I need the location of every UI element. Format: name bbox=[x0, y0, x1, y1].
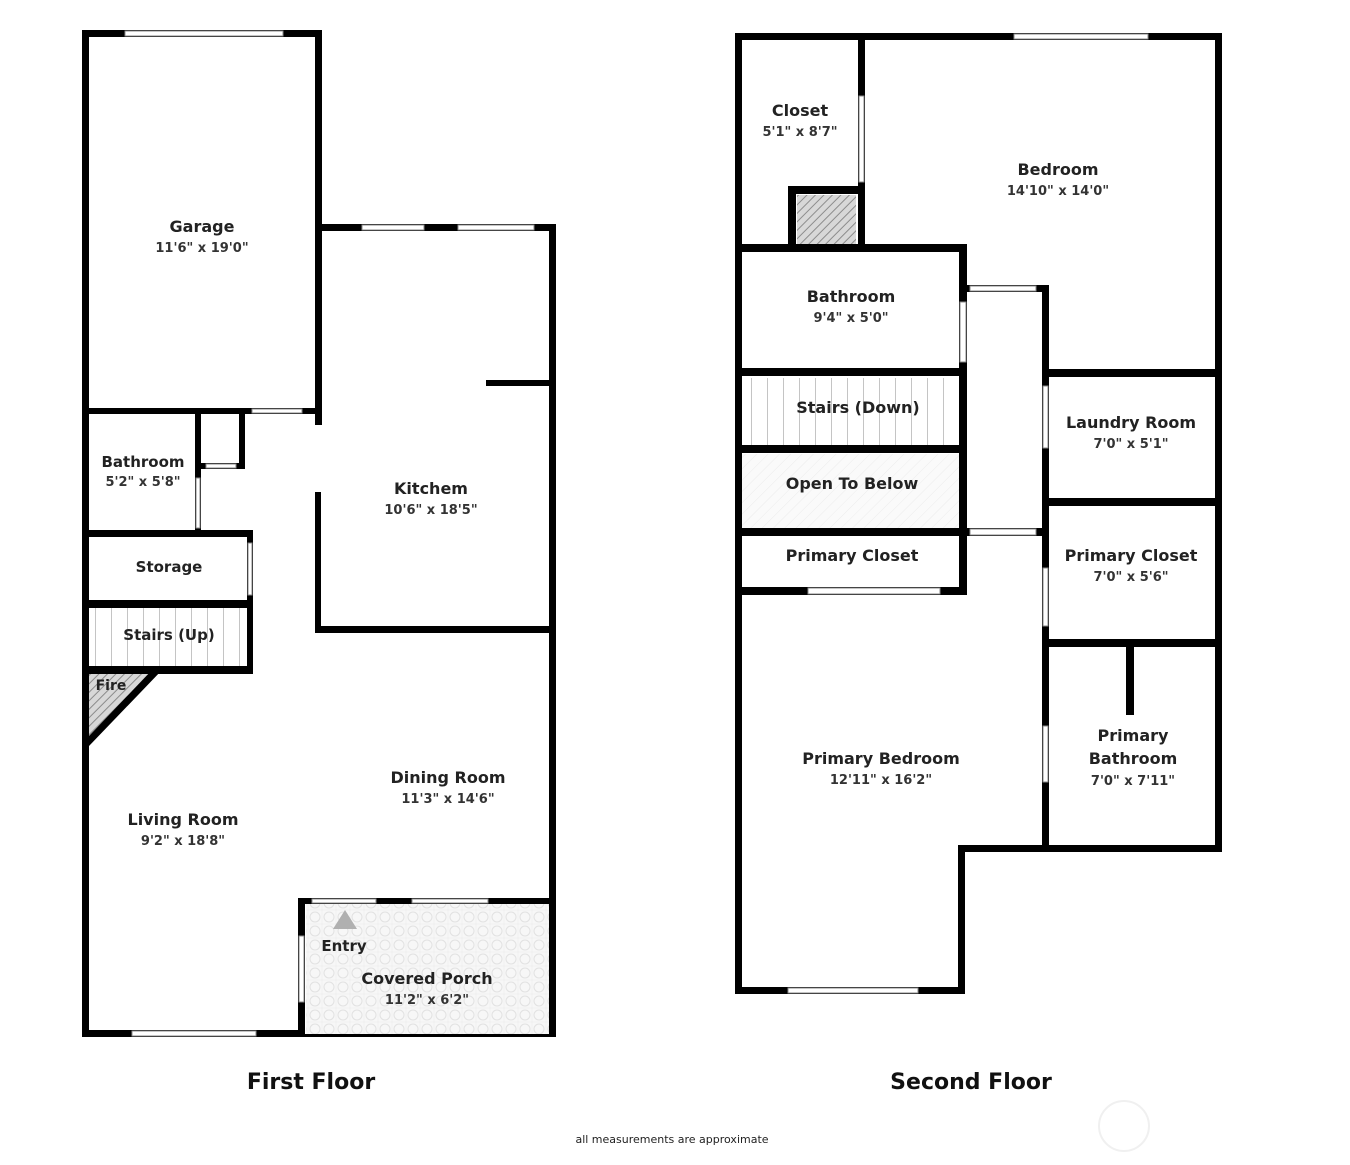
wall bbox=[958, 845, 965, 994]
bedroom-dims: 14'10" x 14'0" bbox=[1007, 184, 1109, 199]
wall bbox=[735, 445, 967, 453]
entry-arrow-icon bbox=[333, 910, 357, 929]
wall bbox=[315, 626, 556, 633]
wall bbox=[735, 528, 967, 536]
covered-porch-label: Covered Porch bbox=[361, 969, 492, 988]
open-to-below-area bbox=[742, 454, 962, 528]
primary-bedroom-label: Primary Bedroom bbox=[802, 749, 960, 768]
door-opening bbox=[247, 542, 253, 596]
wall bbox=[788, 186, 796, 248]
second-bathroom-label: Bathroom bbox=[807, 287, 896, 306]
window bbox=[1013, 33, 1149, 40]
wall bbox=[239, 414, 245, 469]
garage-dims: 11'6" x 19'0" bbox=[155, 241, 248, 256]
primary-bathroom-label-line2: Bathroom bbox=[1089, 749, 1178, 768]
door-opening bbox=[1042, 725, 1049, 783]
primary-closet-right-dims: 7'0" x 5'6" bbox=[1093, 570, 1168, 585]
wall bbox=[959, 244, 967, 592]
window bbox=[361, 224, 425, 231]
wall bbox=[788, 186, 865, 194]
living-room-label: Living Room bbox=[128, 810, 239, 829]
bedroom-label: Bedroom bbox=[1017, 160, 1098, 179]
wall bbox=[315, 492, 321, 632]
wall bbox=[315, 224, 556, 231]
wall bbox=[247, 600, 253, 674]
first-bathroom-label: Bathroom bbox=[101, 453, 184, 471]
covered-porch-dims: 11'2" x 6'2" bbox=[385, 993, 469, 1008]
primary-closet-left-label: Primary Closet bbox=[786, 546, 919, 565]
closet-dims: 5'1" x 8'7" bbox=[762, 125, 837, 140]
stairs-up-label: Stairs (Up) bbox=[123, 626, 214, 644]
wall bbox=[735, 33, 1222, 40]
door-opening bbox=[205, 463, 237, 469]
window bbox=[131, 1030, 257, 1037]
window bbox=[298, 935, 305, 1003]
first-floor-title: First Floor bbox=[247, 1070, 375, 1095]
wall bbox=[82, 666, 253, 674]
measurement-note: all measurements are approximate bbox=[575, 1133, 768, 1146]
wall bbox=[1042, 639, 1222, 647]
wall bbox=[735, 244, 967, 252]
laundry-room-dims: 7'0" x 5'1" bbox=[1093, 437, 1168, 452]
door-opening bbox=[311, 898, 377, 904]
window bbox=[124, 30, 284, 37]
window bbox=[787, 987, 919, 994]
wall bbox=[958, 845, 1222, 852]
second-floor-title: Second Floor bbox=[890, 1070, 1052, 1095]
laundry-room-label: Laundry Room bbox=[1066, 413, 1196, 432]
dining-room-label: Dining Room bbox=[390, 768, 505, 787]
fireplace-wall bbox=[89, 670, 162, 746]
door-opening bbox=[858, 95, 865, 183]
open-to-below-label: Open To Below bbox=[786, 474, 919, 493]
stairs-down-label: Stairs (Down) bbox=[796, 398, 920, 417]
primary-bathroom-label-line1: Primary bbox=[1098, 726, 1169, 745]
primary-bathroom-dims: 7'0" x 7'11" bbox=[1091, 774, 1175, 789]
window bbox=[411, 898, 489, 904]
door-opening bbox=[1042, 385, 1049, 449]
wall bbox=[1215, 33, 1222, 852]
living-room-dims: 9'2" x 18'8" bbox=[141, 834, 225, 849]
garage-label: Garage bbox=[170, 217, 235, 236]
wall bbox=[1126, 647, 1134, 715]
wall bbox=[486, 380, 552, 386]
stairs-down-treads bbox=[742, 378, 962, 445]
first-bathroom-dims: 5'2" x 5'8" bbox=[105, 475, 180, 490]
fire-label: Fire bbox=[96, 678, 127, 694]
chimney-hatch bbox=[797, 195, 856, 245]
primary-closet-right-label: Primary Closet bbox=[1065, 546, 1198, 565]
door-opening bbox=[807, 587, 941, 595]
door-opening bbox=[251, 408, 303, 414]
second-bathroom-dims: 9'4" x 5'0" bbox=[813, 311, 888, 326]
door-opening bbox=[195, 477, 201, 529]
door-opening bbox=[969, 285, 1037, 292]
door-opening bbox=[969, 528, 1037, 536]
entry-label: Entry bbox=[321, 937, 366, 955]
wall bbox=[195, 414, 201, 532]
closet-label: Closet bbox=[772, 101, 829, 120]
second-floor-plan: Closet 5'1" x 8'7" Bedroom 14'10" x 14'0… bbox=[735, 33, 1222, 1095]
wall bbox=[305, 1034, 556, 1037]
wall bbox=[1042, 369, 1222, 377]
first-floor-plan: Garage 11'6" x 19'0" Kitchem 10'6" x 18'… bbox=[82, 30, 556, 1095]
wall bbox=[82, 600, 253, 608]
wall bbox=[82, 408, 322, 414]
primary-bedroom-dims: 12'11" x 16'2" bbox=[830, 773, 932, 788]
watermark-circle-icon bbox=[1098, 1100, 1150, 1152]
wall bbox=[82, 530, 253, 537]
wall bbox=[735, 368, 967, 376]
door-opening bbox=[1042, 567, 1049, 627]
stairs-up-treads bbox=[89, 608, 247, 667]
window bbox=[457, 224, 535, 231]
wall bbox=[1042, 498, 1222, 506]
dining-room-dims: 11'3" x 14'6" bbox=[401, 792, 494, 807]
wall bbox=[735, 33, 742, 994]
storage-label: Storage bbox=[136, 558, 203, 576]
door-opening bbox=[959, 301, 967, 363]
kitchen-label: Kitchem bbox=[394, 479, 468, 498]
kitchen-dims: 10'6" x 18'5" bbox=[384, 503, 477, 518]
